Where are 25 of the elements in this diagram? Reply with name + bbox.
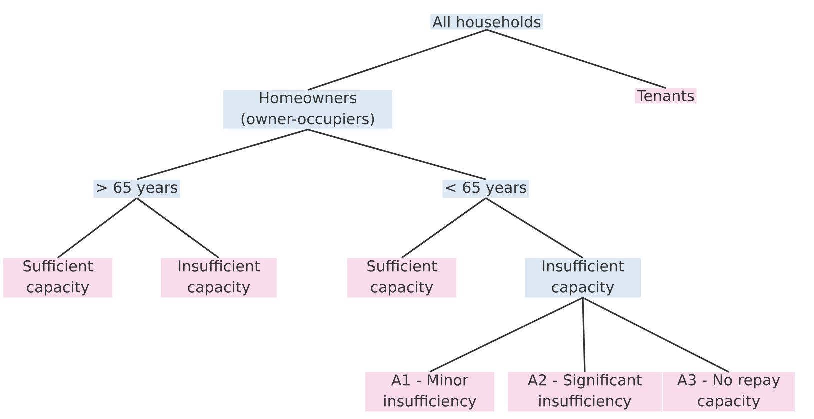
connector-line xyxy=(136,198,220,259)
outcome-box: A1 - Minor insufficiency xyxy=(366,372,494,412)
connector-line xyxy=(308,29,488,92)
connector-line xyxy=(136,128,308,180)
connector-line xyxy=(308,128,486,180)
outcome-box: Tenants xyxy=(635,88,697,104)
connector-line xyxy=(582,298,586,372)
category-box: All households xyxy=(430,14,544,30)
connector-line xyxy=(58,198,138,259)
outcome-box: Sufficient capacity xyxy=(348,258,456,298)
connector-line xyxy=(582,297,730,373)
category-box: < 65 years xyxy=(442,180,530,198)
category-box: Insufficient capacity xyxy=(525,258,641,298)
node-label: A2 - Significant insufficiency xyxy=(528,374,642,410)
outcome-box: A3 - No repay capacity xyxy=(663,372,795,412)
connector-line xyxy=(402,198,486,259)
outcome-box: Sufficient capacity xyxy=(4,258,112,298)
category-box: > 65 years xyxy=(94,180,180,198)
outcome-box: A2 - Significant insufficiency xyxy=(508,372,662,412)
connector-line xyxy=(486,29,666,89)
node-label: A3 - No repay capacity xyxy=(677,374,780,410)
connector-line xyxy=(430,297,584,373)
outcome-box: Insufficient capacity xyxy=(161,258,277,298)
category-box: Homeowners (owner-occupiers) xyxy=(224,90,392,130)
connector-line xyxy=(486,198,584,259)
